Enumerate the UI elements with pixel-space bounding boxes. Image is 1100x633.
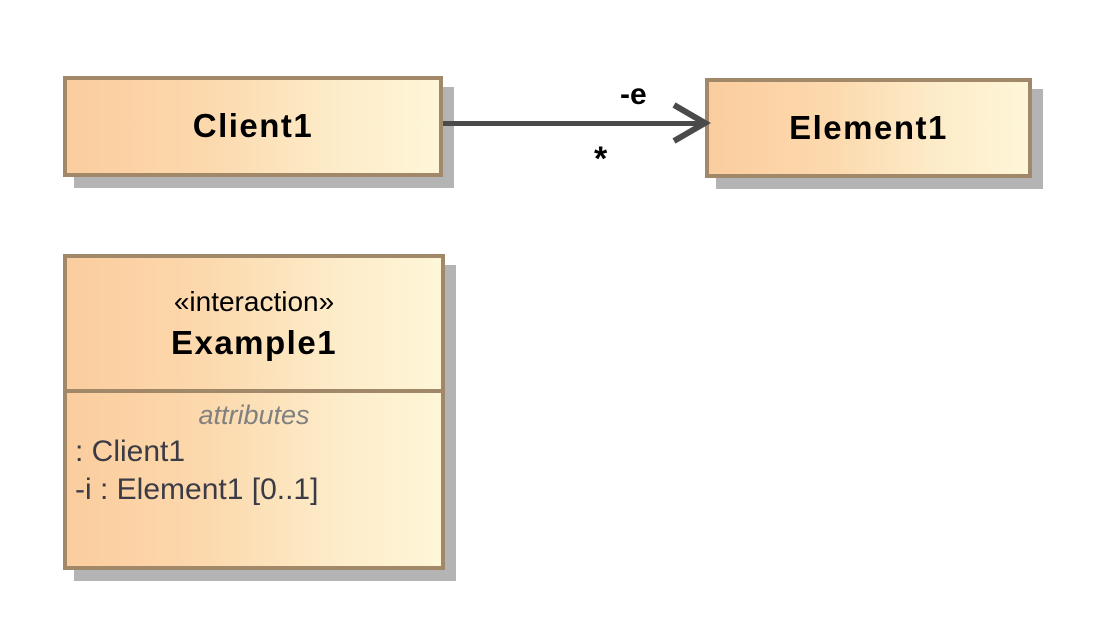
- class-name-client1: Client1: [192, 107, 314, 145]
- class-box-example1-name-compartment: «interaction» Example1: [67, 258, 441, 393]
- class-stereotype-example1: «interaction»: [173, 285, 335, 317]
- class-box-element1[interactable]: Element1: [705, 78, 1032, 178]
- class-name-element1: Element1: [789, 108, 948, 146]
- attributes-header-label: attributes: [198, 400, 310, 430]
- class-box-element1-name-compartment: Element1: [709, 82, 1028, 174]
- class-box-example1-inner: «interaction» Example1 attributes : Clie…: [67, 258, 441, 566]
- class-box-client1[interactable]: Client1: [63, 76, 443, 177]
- association-line[interactable]: [443, 121, 705, 126]
- class-box-element1-inner: Element1: [709, 82, 1028, 174]
- class-box-example1[interactable]: «interaction» Example1 attributes : Clie…: [63, 254, 445, 570]
- association-end-name-label: -e: [620, 78, 647, 111]
- class-box-client1-inner: Client1: [67, 80, 439, 173]
- association-open-arrowhead-icon: [672, 102, 711, 144]
- class-box-example1-attributes-compartment: attributes : Client1 -i : Element1 [0..1…: [67, 393, 441, 566]
- class-box-client1-name-compartment: Client1: [67, 80, 439, 173]
- attribute-row[interactable]: -i : Element1 [0..1]: [75, 473, 319, 507]
- association-multiplicity-label: *: [594, 140, 608, 178]
- attribute-row[interactable]: : Client1: [75, 434, 186, 468]
- class-name-example1: Example1: [170, 323, 338, 361]
